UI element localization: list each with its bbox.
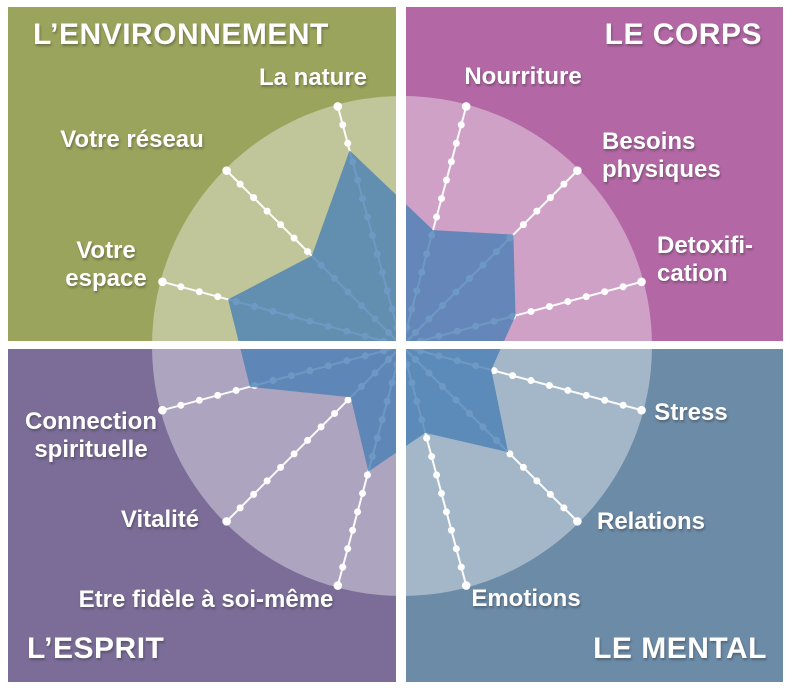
axis-label-emotions: Emotions: [471, 585, 581, 612]
axis-label-etre-fidele-a-soi-meme: Etre fidèle à soi-même: [78, 586, 334, 613]
title-environnement: L’ENVIRONNEMENT: [33, 18, 329, 51]
axis-label-votre-espace: Votre espace: [65, 237, 147, 292]
axis-label-stress: Stress: [654, 399, 728, 426]
quadrant-esprit: [8, 349, 396, 682]
axis-label-vitalite: Vitalité: [120, 506, 200, 533]
axis-label-la-nature: La nature: [258, 64, 368, 91]
axis-label-relations: Relations: [596, 508, 706, 535]
axis-label-detoxification: Detoxifi- cation: [657, 232, 753, 287]
quadrant-divider-horizontal: [0, 341, 800, 349]
title-mental: LE MENTAL: [593, 632, 767, 665]
radar-score-polygon: [228, 150, 516, 472]
axis-label-nourriture: Nourriture: [464, 63, 582, 90]
axis-label-votre-reseau: Votre réseau: [60, 126, 204, 153]
axis-label-besoins-physiques: Besoins physiques: [602, 128, 721, 183]
title-esprit: L’ESPRIT: [27, 632, 165, 665]
axis-label-connection-spirituelle: Connection spirituelle: [25, 408, 157, 463]
title-corps: LE CORPS: [604, 18, 762, 51]
